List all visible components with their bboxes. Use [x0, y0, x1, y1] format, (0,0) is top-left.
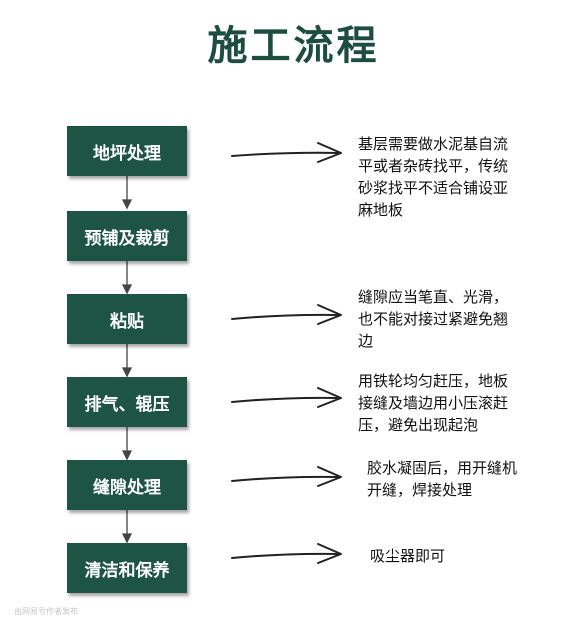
connector-2-3-head [121, 284, 133, 295]
step-note-paste: 缝隙应当笔直、光滑， 也不能对接过紧避免翘 边 [358, 288, 509, 350]
arrow-right-icon-1 [231, 142, 342, 163]
step-label: 粘贴 [110, 311, 144, 332]
step-box-paste: 粘贴 [67, 294, 187, 344]
step-label: 缝隙处理 [93, 477, 161, 498]
arrow-right-icon-5 [231, 543, 342, 564]
step-box-seam-treat: 缝隙处理 [67, 460, 187, 510]
arrow-right-icon-2 [231, 304, 342, 325]
arrow-right-icon-4 [231, 466, 342, 487]
connector-5-6-head [121, 533, 133, 544]
step-note-clean-maintain: 吸尘器即可 [370, 547, 446, 565]
step-label: 预铺及裁剪 [84, 228, 170, 249]
connector-1-2-head [121, 199, 133, 210]
connector-3-4-head [121, 367, 133, 378]
connector-4-5-head [121, 450, 133, 461]
arrow-right-icon-3 [231, 387, 342, 408]
step-note-floor-prep: 基层需要做水泥基自流 平或者杂砖找平，传统 砂浆找平不适合铺设亚 麻地板 [358, 135, 509, 219]
step-box-floor-prep: 地坪处理 [67, 126, 187, 176]
step-box-pre-lay-cut: 预铺及裁剪 [67, 211, 187, 261]
step-note-seam-treat: 胶水凝固后，用开缝机 开缝，焊接处理 [367, 459, 518, 499]
watermark: 由网易号作者发布 [14, 607, 78, 616]
page-title: 施工流程 [207, 23, 380, 69]
step-label: 清洁和保养 [84, 560, 170, 581]
step-box-clean-maintain: 清洁和保养 [67, 543, 187, 593]
step-box-exhaust-roll: 排气、辊压 [67, 377, 187, 427]
step-label: 排气、辊压 [84, 394, 170, 415]
step-note-exhaust-roll: 用铁轮均匀赶压，地板 接缝及墙边用小压滚赶 压，避免出现起泡 [358, 372, 509, 434]
step-label: 地坪处理 [93, 143, 161, 164]
